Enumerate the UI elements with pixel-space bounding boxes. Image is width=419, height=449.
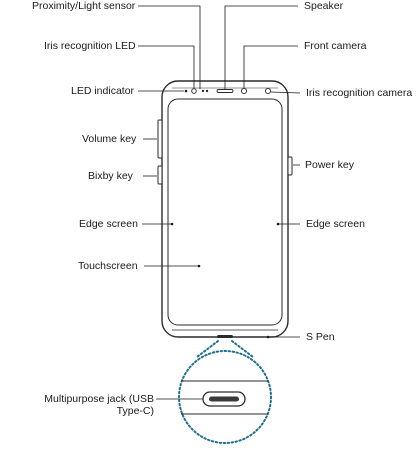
- bixby-key-shape: [157, 165, 163, 185]
- leader-proximity: [138, 5, 201, 89]
- label-proximity-sensor: Proximity/Light sensor: [32, 0, 136, 12]
- label-volume-key: Volume key: [82, 133, 137, 145]
- front-camera-shape: [240, 87, 248, 95]
- leader-dot-edge-right: [276, 222, 280, 226]
- leader-iris-camera: [270, 91, 301, 94]
- leader-iris-led: [138, 45, 195, 88]
- callout-connector-left: [196, 340, 219, 358]
- leader-dot-led: [184, 89, 188, 93]
- callout-connector-right: [231, 340, 254, 358]
- speaker-slot: [216, 89, 234, 93]
- usb-c-port-inner: [209, 396, 239, 402]
- label-touchscreen: Touchscreen: [78, 260, 138, 272]
- leader-speaker: [224, 5, 298, 89]
- iris-camera-shape: [264, 87, 272, 95]
- label-multipurpose-jack: Multipurpose jack (USB Type-C): [44, 393, 154, 417]
- leader-dot-touchscreen: [197, 264, 201, 268]
- screen-outline: [167, 98, 283, 326]
- label-front-camera: Front camera: [304, 40, 367, 52]
- label-edge-screen-right: Edge screen: [306, 218, 365, 230]
- label-iris-camera: Iris recognition camera: [306, 87, 413, 99]
- sensor-dot-1: [201, 89, 205, 93]
- callout-circle: [178, 350, 272, 444]
- label-s-pen: S Pen: [306, 331, 335, 343]
- leader-dot-edge-left: [170, 222, 174, 226]
- label-bixby-key: Bixby key: [88, 170, 133, 182]
- usb-port-hint: [217, 335, 233, 338]
- sensor-dot-2: [205, 89, 209, 93]
- leader-front-camera: [243, 45, 298, 88]
- label-led-indicator: LED indicator: [71, 85, 135, 97]
- label-edge-screen-left: Edge screen: [79, 218, 138, 230]
- power-key-shape: [287, 156, 293, 176]
- volume-key-shape: [157, 119, 163, 159]
- iris-led-shape: [191, 88, 197, 94]
- phone-body: [161, 80, 289, 338]
- label-speaker: Speaker: [304, 0, 344, 12]
- leader-dot-s-pen: [266, 335, 270, 339]
- label-power-key: Power key: [305, 159, 355, 171]
- label-iris-led: Iris recognition LED: [44, 40, 136, 52]
